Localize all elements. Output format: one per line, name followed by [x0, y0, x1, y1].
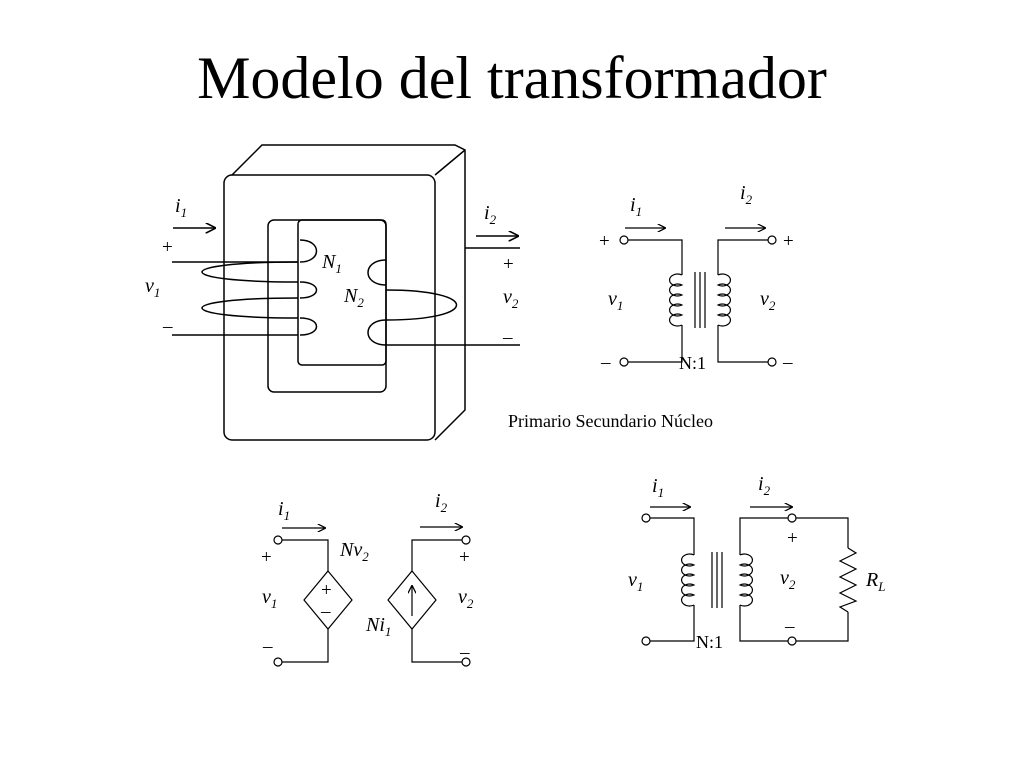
svg-text:–: –	[459, 642, 470, 663]
svg-text:+: +	[162, 237, 173, 258]
svg-text:i2: i2	[484, 202, 497, 227]
svg-text:i1: i1	[630, 194, 642, 219]
terminal-n1	[619, 357, 629, 367]
dependent-voltage-source-icon	[303, 570, 353, 630]
ideal-transformer-symbol: i1 i2 + + v1 v2 – – N:1 Primario Secunda…	[508, 182, 794, 431]
svg-text:N1: N1	[321, 251, 342, 276]
svg-text:–: –	[600, 352, 611, 373]
terminal-p1	[619, 235, 629, 245]
svg-text:+: +	[261, 547, 272, 568]
turns-ratio: N:1	[696, 632, 723, 652]
svg-text:+: +	[787, 528, 798, 549]
loaded-transformer: i1 i2 + v1 v2 – N:1 RL	[628, 473, 885, 652]
primary-coil-icon	[669, 273, 684, 327]
svg-text:v1: v1	[145, 275, 160, 300]
terminal-n2	[767, 357, 777, 367]
turns-ratio: N:1	[679, 353, 706, 373]
svg-text:i1: i1	[175, 195, 187, 220]
core-window-outer	[267, 219, 387, 393]
slide-title: Modelo del transformador	[197, 45, 827, 111]
svg-text:v1: v1	[262, 586, 277, 611]
svg-text:+: +	[503, 254, 514, 275]
svg-text:v1: v1	[628, 569, 643, 594]
svg-text:i1: i1	[652, 475, 664, 500]
svg-text:–: –	[782, 352, 793, 373]
svg-text:v2: v2	[780, 567, 796, 592]
secondary-coil-icon	[716, 273, 731, 327]
svg-text:+: +	[459, 547, 470, 568]
svg-text:N2: N2	[343, 285, 364, 310]
dependent-current-source-icon	[387, 570, 437, 630]
svg-text:–: –	[162, 316, 173, 337]
secondary-coil-icon	[738, 553, 753, 607]
core-outer	[223, 174, 436, 441]
svg-text:v2: v2	[503, 286, 519, 311]
legend-caption: Primario Secundario Núcleo	[508, 411, 713, 431]
core-3d-edge	[231, 144, 466, 441]
svg-text:–: –	[784, 616, 795, 637]
svg-text:i2: i2	[435, 490, 448, 515]
svg-text:RL: RL	[865, 569, 885, 594]
svg-text:+: +	[783, 231, 794, 252]
svg-text:+: +	[321, 580, 332, 601]
svg-text:v2: v2	[458, 586, 474, 611]
svg-text:+: +	[599, 231, 610, 252]
terminal-p2	[767, 235, 777, 245]
svg-text:i1: i1	[278, 498, 290, 523]
primary-coil-icon	[681, 553, 696, 607]
svg-text:–: –	[320, 601, 331, 622]
resistor-icon	[838, 547, 858, 613]
dependent-source-model: + – i1 i2 + + v1 v2 – – Nv2 Ni1	[261, 490, 474, 667]
svg-text:Nv2: Nv2	[339, 539, 369, 564]
svg-text:–: –	[502, 327, 513, 348]
core-window-inner	[297, 219, 387, 366]
svg-text:i2: i2	[758, 473, 771, 498]
svg-text:–: –	[262, 636, 273, 657]
svg-text:v2: v2	[760, 288, 776, 313]
core-diagram: i1 + v1 – N1 N2 i2 + v2 –	[145, 144, 520, 441]
svg-text:Ni1: Ni1	[365, 614, 391, 639]
svg-text:i2: i2	[740, 182, 753, 207]
svg-text:v1: v1	[608, 288, 623, 313]
